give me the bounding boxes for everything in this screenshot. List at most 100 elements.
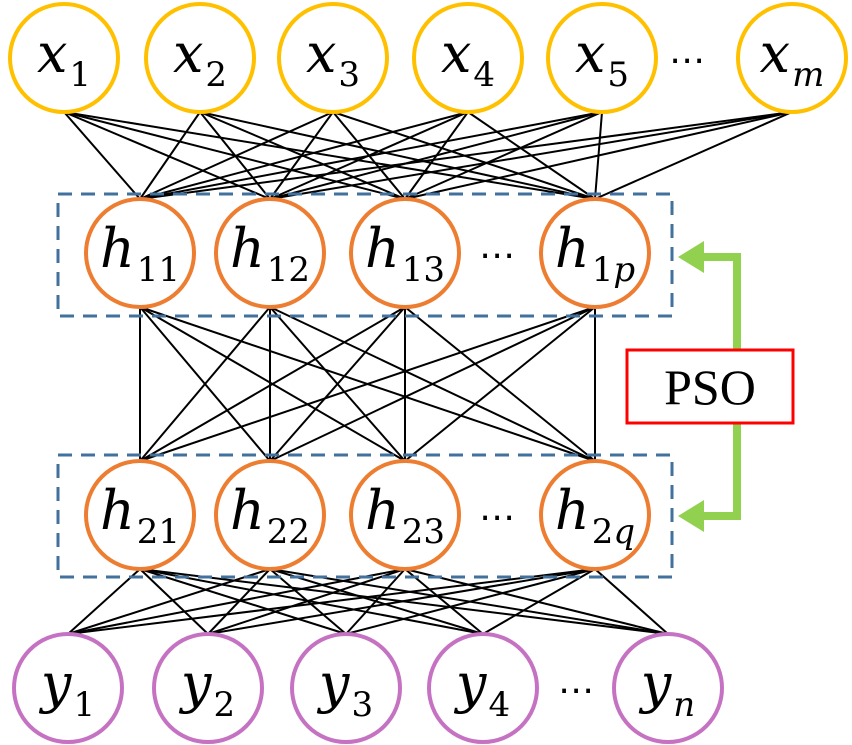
hidden2-node-1-label: h21 [100, 479, 180, 552]
hidden2-node-3-label: h23 [365, 479, 445, 552]
output-node-5-label: yn [639, 652, 695, 725]
output-node-1: y1 [12, 632, 124, 744]
output-node-1-label: y1 [39, 652, 95, 725]
input-node-1: x1 [8, 2, 120, 114]
edge-hidden1-2-to-hidden2-1 [139, 306, 271, 462]
edge-hidden2-4-to-output-3 [345, 568, 596, 635]
input-node-6-ring [736, 2, 848, 114]
edge-input-6-to-hidden1-2 [269, 111, 793, 200]
hidden2-ellipsis: ⋯ [479, 497, 515, 538]
hidden-layer-2-box [56, 453, 674, 579]
hidden2-node-4-label: h2q [555, 479, 635, 552]
input-node-2-ring [144, 2, 256, 114]
edge-hidden1-3-to-hidden2-1 [139, 306, 406, 462]
pso-box-frame [625, 348, 795, 425]
edge-hidden1-4-to-hidden2-2 [269, 306, 596, 462]
edge-input-1-to-hidden1-4 [63, 111, 596, 200]
hidden1-ellipsis: ⋯ [479, 235, 515, 276]
pso-box: PSO [625, 348, 795, 425]
hidden2-node-1-ring [84, 459, 196, 571]
edge-input-5-to-hidden1-2 [269, 111, 603, 200]
hidden1-node-2-label: h12 [230, 217, 310, 290]
edge-input-1-to-hidden1-2 [63, 111, 271, 200]
edge-hidden1-4-to-hidden2-1 [139, 306, 596, 462]
pso-arrowhead-top [678, 241, 704, 273]
input-node-1-label: x1 [37, 22, 91, 95]
output-node-4: y4 [427, 632, 539, 744]
hidden1-node-3-ring [349, 197, 461, 309]
input-node-4: x4 [412, 2, 524, 114]
hidden2-node-4: h2q [539, 459, 651, 571]
hidden2-node-2: h22 [214, 459, 326, 571]
output-ellipsis: ⋯ [558, 670, 594, 711]
hidden2-node-2-ring [214, 459, 326, 571]
edge-hidden1-4-to-hidden2-3 [404, 306, 596, 462]
input-node-4-ring [412, 2, 524, 114]
edge-hidden2-1-to-output-2 [139, 568, 209, 635]
hidden1-node-4: h1p [539, 197, 651, 309]
edge-hidden2-3-to-output-5 [404, 568, 669, 635]
edge-input-2-to-hidden1-4 [199, 111, 596, 200]
edge-input-4-to-hidden1-1 [139, 111, 469, 200]
hidden2-node-4-ring [539, 459, 651, 571]
edge-input-6-to-hidden1-3 [404, 111, 793, 200]
pso-arrowhead-bottom [678, 500, 704, 532]
input-node-5: x5 [546, 2, 658, 114]
hidden1-node-1-ring [84, 197, 196, 309]
edge-hidden2-1-to-output-4 [139, 568, 484, 635]
output-node-4-label: y4 [454, 652, 510, 725]
hidden1-node-4-ring [539, 197, 651, 309]
hidden2-node-3-ring [349, 459, 461, 571]
input-node-2-label: x2 [173, 22, 227, 95]
edge-input-2-to-hidden1-1 [139, 111, 201, 200]
output-node-3-label: y3 [317, 652, 373, 725]
edge-input-3-to-hidden1-1 [139, 111, 334, 200]
edge-input-5-to-hidden1-1 [139, 111, 603, 200]
edge-input-1-to-hidden1-1 [63, 111, 141, 200]
edge-hidden2-3-to-output-1 [67, 568, 406, 635]
input-node-3-label: x3 [306, 22, 360, 95]
hidden2-node-1: h21 [84, 459, 196, 571]
input-node-4-label: x4 [441, 22, 495, 95]
hidden1-node-4-label: h1p [555, 217, 635, 290]
hidden2-node-3: h23 [349, 459, 461, 571]
input-node-2: x2 [144, 2, 256, 114]
edge-hidden2-3-to-output-4 [404, 568, 484, 635]
hidden1-node-2: h12 [214, 197, 326, 309]
output-node-3: y3 [290, 632, 402, 744]
pso-arrow-up [702, 253, 741, 350]
edge-hidden2-3-to-output-2 [207, 568, 406, 635]
hidden1-node-3: h13 [349, 197, 461, 309]
input-node-3: x3 [277, 2, 389, 114]
pso-arrow-down [702, 423, 741, 520]
hidden1-node-3-label: h13 [365, 217, 445, 290]
edge-hidden2-4-to-output-1 [67, 568, 596, 635]
input-node-1-ring [8, 2, 120, 114]
edge-hidden2-2-to-output-1 [67, 568, 271, 635]
hidden1-node-1-label: h11 [100, 217, 180, 290]
edge-hidden2-4-to-output-2 [207, 568, 596, 635]
edge-hidden2-4-to-output-4 [482, 568, 596, 635]
output-node-2: y2 [152, 632, 264, 744]
hidden1-node-1: h11 [84, 197, 196, 309]
edge-hidden2-1-to-output-1 [67, 568, 141, 635]
hidden1-layer: h11 h12 h13 h1p ⋯ [84, 197, 651, 309]
output-node-5: yn [612, 632, 724, 744]
output-node-5-ring [612, 632, 724, 744]
input-node-5-label: x5 [575, 22, 629, 95]
hidden2-layer: h21 h22 h23 h2q ⋯ [84, 459, 651, 571]
output-layer: y1 y2 y3 y4 yn ⋯ [12, 632, 724, 744]
pso-connector-arrows [678, 241, 741, 532]
output-node-1-ring [12, 632, 124, 744]
edge-hidden2-1-to-output-3 [139, 568, 347, 635]
output-node-3-ring [290, 632, 402, 744]
input-node-5-ring [546, 2, 658, 114]
output-node-4-ring [427, 632, 539, 744]
hidden1-node-2-ring [214, 197, 326, 309]
edge-input-5-to-hidden1-3 [404, 111, 603, 200]
input-node-6: xm [736, 2, 848, 114]
edge-input-6-to-hidden1-4 [594, 111, 793, 200]
